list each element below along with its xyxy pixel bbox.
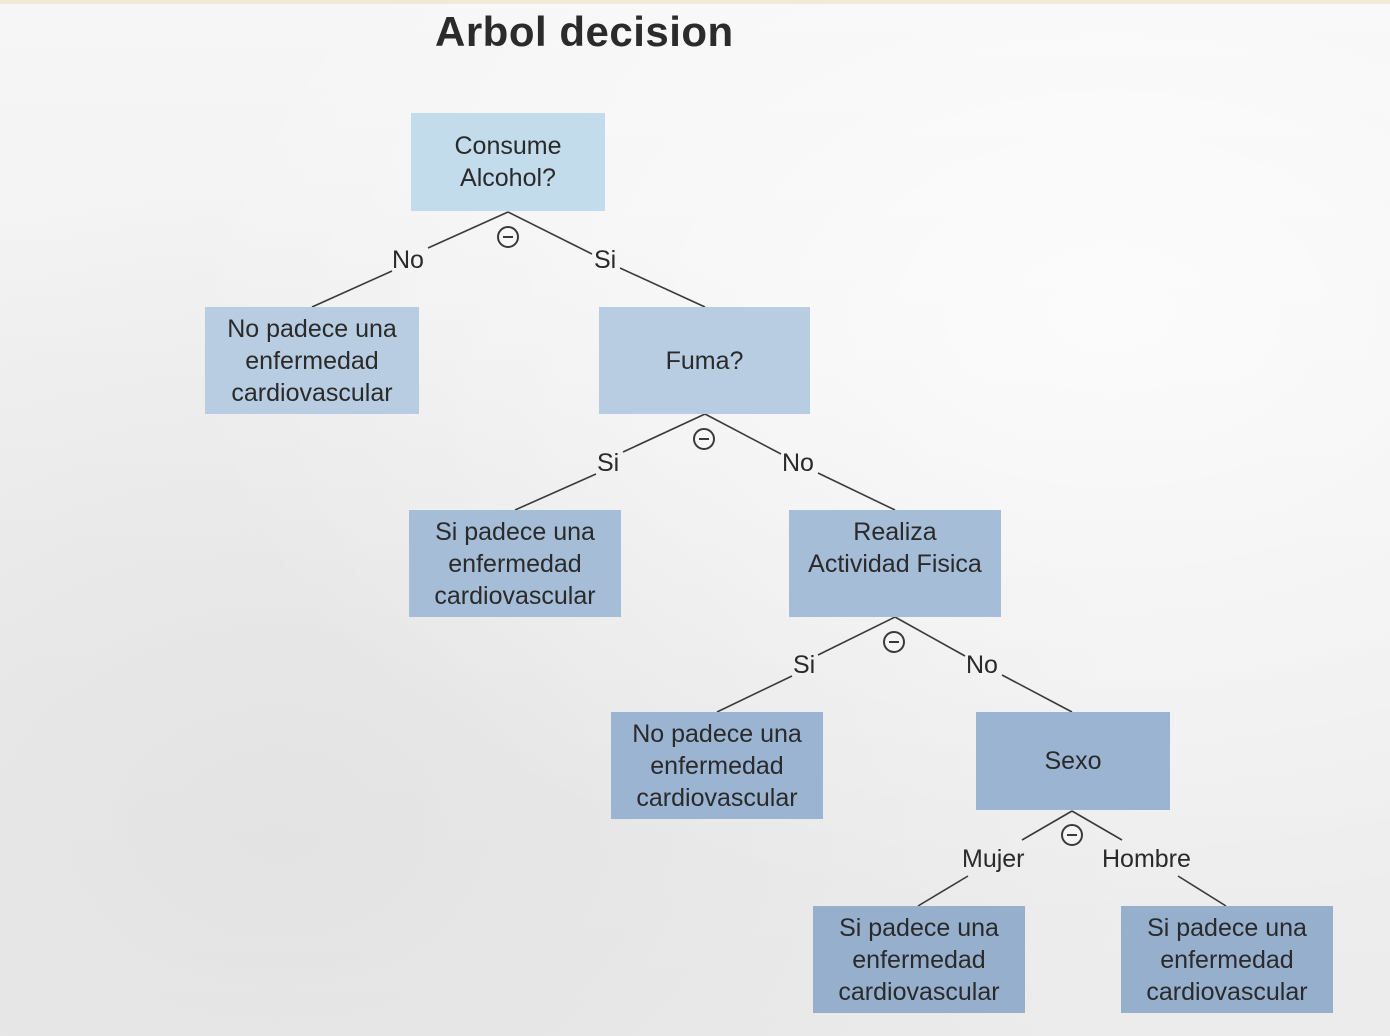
- edge-root-si-lower: [619, 267, 706, 308]
- minus-circle-icon[interactable]: [1061, 824, 1083, 846]
- node-leaf-no-padece-2[interactable]: No padece una enfermedad cardiovascular: [611, 712, 823, 819]
- edge-label-sexo-hombre: Hombre: [1102, 845, 1191, 873]
- edge-label-sexo-mujer: Mujer: [962, 845, 1025, 873]
- edge-fuma-si-upper: [622, 413, 706, 453]
- node-leaf-hombre[interactable]: Si padece una enfermedad cardiovascular: [1121, 906, 1333, 1013]
- edge-label-fuma-no: No: [782, 449, 814, 477]
- top-border: [0, 0, 1390, 4]
- node-consume-alcohol[interactable]: Consume Alcohol?: [411, 113, 605, 211]
- edge-fuma-no-lower: [817, 472, 896, 511]
- node-sexo[interactable]: Sexo: [976, 712, 1170, 810]
- minus-circle-icon[interactable]: [883, 631, 905, 653]
- edge-root-no-upper: [427, 211, 509, 249]
- edge-fuma-no-upper: [704, 413, 782, 455]
- edge-actividad-no-lower: [1001, 674, 1073, 713]
- node-leaf-no-padece-1[interactable]: No padece una enfermedad cardiovascular: [205, 307, 419, 414]
- edge-sexo-mujer-upper: [1021, 810, 1073, 841]
- minus-circle-icon[interactable]: [693, 428, 715, 450]
- node-fuma[interactable]: Fuma?: [599, 307, 810, 414]
- edge-label-actividad-no: No: [966, 651, 998, 679]
- node-leaf-si-padece-1[interactable]: Si padece una enfermedad cardiovascular: [409, 510, 621, 617]
- edge-label-actividad-si: Si: [793, 651, 816, 679]
- edge-label-root-si: Si: [594, 246, 617, 274]
- node-actividad-fisica[interactable]: Realiza Actividad Fisica: [789, 510, 1001, 617]
- edge-sexo-hombre-upper: [1071, 810, 1123, 841]
- edge-label-root-no: No: [392, 246, 424, 274]
- edge-fuma-si-lower: [514, 473, 597, 511]
- edge-sexo-hombre-lower: [1177, 875, 1227, 907]
- edge-actividad-si-upper: [817, 616, 896, 656]
- edge-sexo-mujer-lower: [917, 875, 969, 907]
- minus-circle-icon[interactable]: [497, 226, 519, 248]
- edge-root-no-lower: [311, 270, 393, 308]
- page-title: Arbol decision: [435, 8, 734, 55]
- edge-actividad-si-lower: [716, 675, 793, 713]
- edge-actividad-no-upper: [894, 616, 966, 657]
- edge-label-fuma-si: Si: [597, 449, 620, 477]
- node-leaf-mujer[interactable]: Si padece una enfermedad cardiovascular: [813, 906, 1025, 1013]
- edge-root-si-upper: [507, 211, 593, 255]
